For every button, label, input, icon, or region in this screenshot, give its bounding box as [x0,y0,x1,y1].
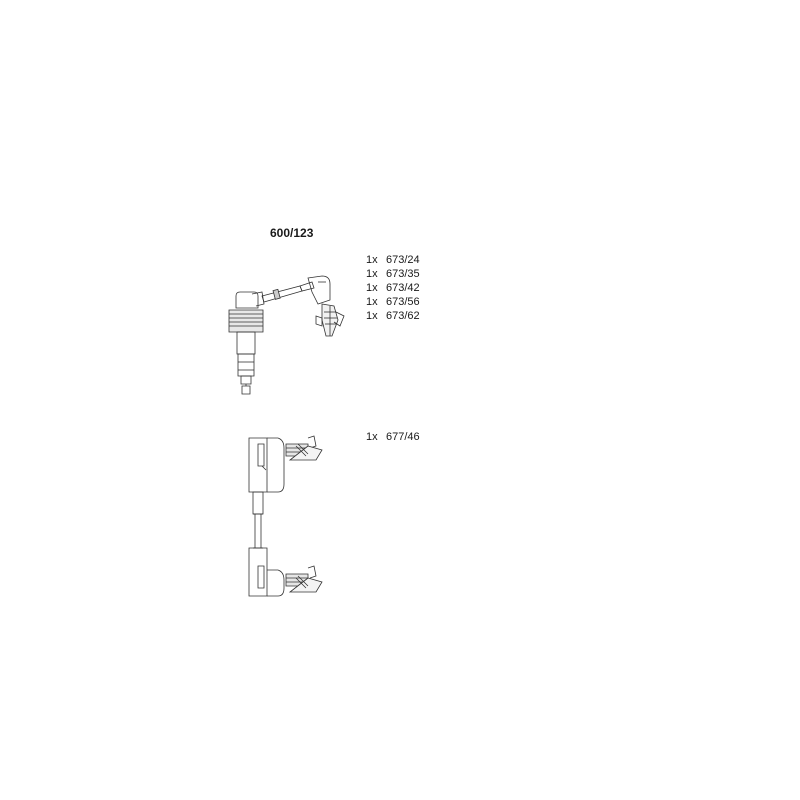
coil-boot-cap [236,292,258,308]
connector-arm [334,312,344,326]
bottom-boot-body [249,548,267,596]
kit-number: 600/123 [270,226,314,240]
part-row: 1x 673/42 [366,281,420,295]
connector-side-lug [316,316,322,326]
parts-list-group-2: 1x 677/46 [366,430,420,444]
part-qty: 1x [366,296,378,308]
bottom-boot-inner [258,566,264,588]
coil-tip [241,376,251,384]
top-boot-inner [258,444,264,466]
part-qty: 1x [366,254,378,266]
ignition-coil-lead-drawing [229,276,344,394]
distributor-boot [308,276,330,304]
plug-lead-upper-tube [253,492,263,514]
part-qty: 1x [366,431,378,443]
part-row: 1x 673/62 [366,309,420,323]
part-number: 673/24 [386,254,420,266]
coil-shaft [238,354,254,376]
part-qty: 1x [366,282,378,294]
lead-cable [262,286,302,302]
top-connector-tip [290,446,322,460]
top-connector-latch [308,436,316,448]
spark-plug-lead-drawing [249,436,322,596]
part-row: 1x 673/56 [366,295,420,309]
top-boot-elbow [267,438,284,492]
part-row: 1x 677/46 [366,430,420,444]
bottom-connector-latch [308,566,316,578]
part-qty: 1x [366,268,378,280]
parts-list-group-1: 1x 673/24 1x 673/35 1x 673/42 1x 673/56 1x 67… [366,253,420,323]
part-qty: 1x [366,310,378,322]
part-number: 673/42 [386,282,420,294]
part-number: 677/46 [386,431,420,443]
lead-clip [273,289,280,299]
coil-terminal [242,386,250,394]
lead-cable-end [300,282,314,291]
bottom-boot-elbow [267,570,284,596]
part-number: 673/62 [386,310,420,322]
part-number: 673/56 [386,296,420,308]
part-number: 673/35 [386,268,420,280]
coil-ribbed-collar [229,310,263,332]
bottom-connector-tip [290,578,322,592]
part-row: 1x 673/24 [366,253,420,267]
coil-body [237,332,255,354]
part-row: 1x 673/35 [366,267,420,281]
